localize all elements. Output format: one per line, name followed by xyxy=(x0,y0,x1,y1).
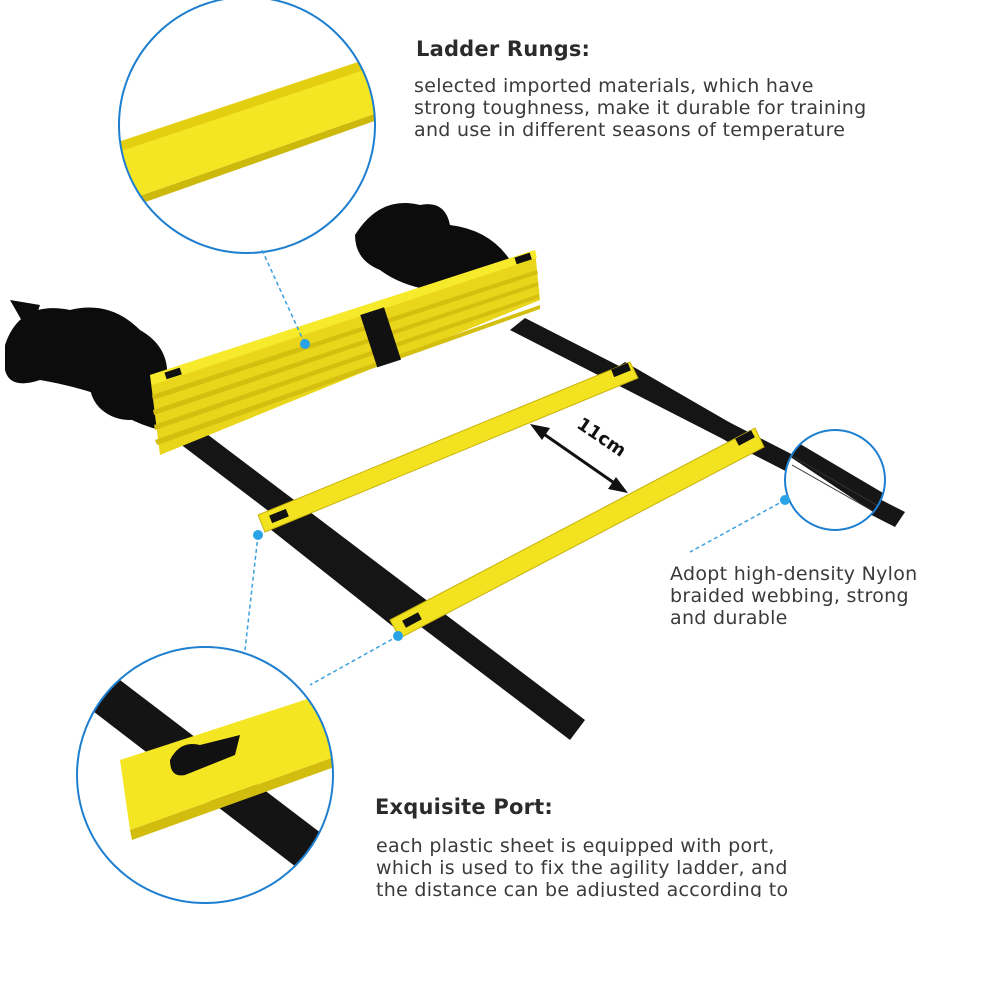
nylon-line-1: Adopt high-density Nylon xyxy=(670,563,918,585)
rope-bundle-left xyxy=(5,300,170,430)
ladder-rung-1 xyxy=(257,361,639,533)
callout-dots xyxy=(253,339,790,641)
port-closeup-magnifier xyxy=(76,646,334,904)
rungs-line-2: strong toughness, make it durable for tr… xyxy=(414,97,867,119)
rungs-description: selected imported materials, which have … xyxy=(414,75,867,141)
folded-rung-stack xyxy=(150,250,540,455)
agility-ladder: 11cm xyxy=(5,203,905,740)
port-line-3: the distance can be adjusted according t… xyxy=(376,879,789,897)
ladder-rung-2 xyxy=(389,427,765,639)
port-line-2: which is used to fix the agility ladder,… xyxy=(376,857,788,879)
webbing-strap-mid-right xyxy=(610,362,760,452)
callout-dot-port-2 xyxy=(393,631,403,641)
callout-dot-rung xyxy=(300,339,310,349)
callout-dot-webbing xyxy=(780,495,790,505)
rungs-line-1: selected imported materials, which have xyxy=(414,75,814,97)
nylon-line-2: braided webbing, strong xyxy=(670,585,909,607)
measure-arrow-icon xyxy=(530,424,628,493)
callout-dot-port-1 xyxy=(253,530,263,540)
webbing-strap-left xyxy=(175,425,585,740)
nylon-line-3: and durable xyxy=(670,607,788,629)
rungs-heading: Ladder Rungs: xyxy=(416,37,591,61)
rungs-line-3: and use in different seasons of temperat… xyxy=(414,119,846,141)
port-heading: Exquisite Port: xyxy=(375,795,553,819)
measure-label: 11cm xyxy=(573,414,630,462)
callout-lines xyxy=(244,249,786,686)
rope-bundle-right xyxy=(355,203,510,290)
rung-closeup-magnifier xyxy=(118,0,376,254)
webbing-strap-mid-left xyxy=(265,515,415,632)
port-line-1: each plastic sheet is equipped with port… xyxy=(376,835,775,857)
port-description: each plastic sheet is equipped with port… xyxy=(376,835,788,897)
nylon-description: Adopt high-density Nylon braided webbing… xyxy=(670,563,917,629)
webbing-closeup-magnifier xyxy=(784,429,886,531)
